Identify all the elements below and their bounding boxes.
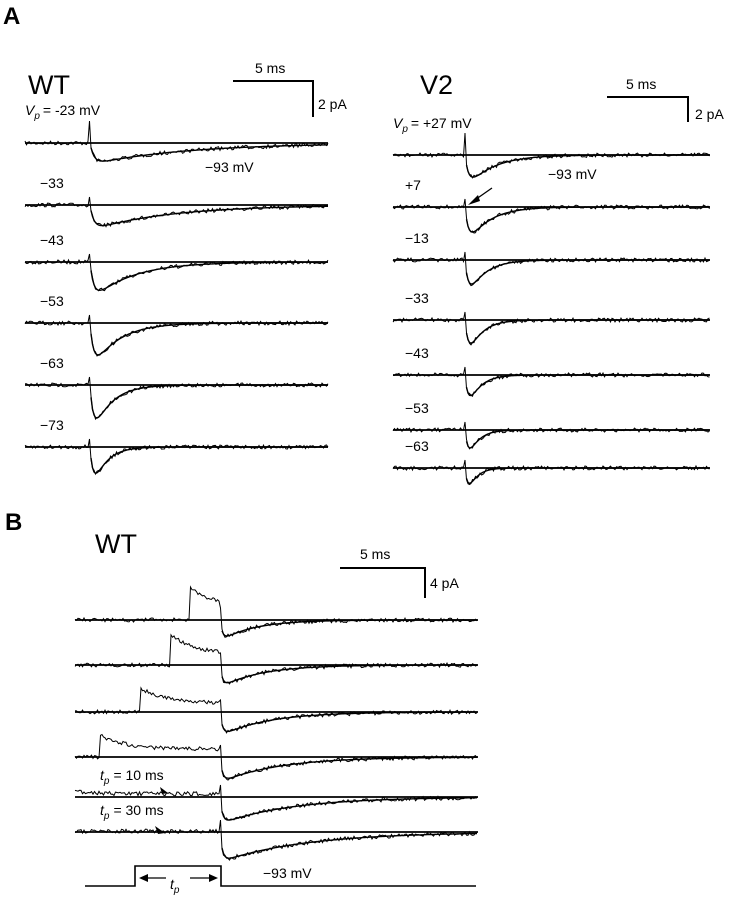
trace-voltage-label: −53 bbox=[40, 293, 64, 309]
current-trace bbox=[24, 253, 329, 292]
current-trace bbox=[25, 376, 329, 421]
v2-title: V2 bbox=[420, 70, 453, 100]
wt-title: WT bbox=[28, 70, 70, 100]
panel-letter-b: B bbox=[5, 509, 22, 536]
exponential-fit bbox=[90, 384, 328, 419]
current-trace bbox=[392, 459, 710, 486]
current-trace bbox=[392, 311, 710, 346]
trace-voltage-label: −73 bbox=[40, 417, 64, 433]
v2-scale-bar: 5 ms 2 pA bbox=[607, 76, 724, 122]
wt-scale-current: 2 pA bbox=[318, 96, 347, 112]
current-trace bbox=[392, 198, 710, 234]
current-trace bbox=[392, 366, 710, 397]
b-scale-bar: 5 ms 4 pA bbox=[340, 546, 459, 598]
b-title: WT bbox=[95, 529, 137, 559]
current-trace bbox=[392, 251, 710, 287]
exponential-fit bbox=[465, 374, 710, 397]
trace-voltage-label: −13 bbox=[405, 230, 429, 246]
v2-scale-current: 2 pA bbox=[695, 106, 724, 122]
wt-scale-time: 5 ms bbox=[255, 60, 285, 76]
exponential-fit bbox=[465, 319, 710, 344]
trace-voltage-label: −43 bbox=[40, 232, 64, 248]
exponential-fit bbox=[90, 144, 328, 162]
trace-voltage-label: −53 bbox=[405, 400, 429, 416]
trace-voltage-label: −43 bbox=[405, 345, 429, 361]
exponential-fit bbox=[221, 832, 477, 859]
trace-voltage-label: −63 bbox=[405, 438, 429, 454]
current-trace bbox=[74, 819, 477, 861]
current-trace bbox=[74, 686, 478, 734]
exponential-fit bbox=[465, 429, 710, 449]
b-scale-time: 5 ms bbox=[360, 546, 390, 562]
trace-voltage-label: −63 bbox=[40, 355, 64, 371]
traces: −33 −43 −53 −63 −73 +7 −13 −33 −43 −53 −63 bbox=[24, 120, 710, 861]
tp30-label: tp= 30 ms bbox=[100, 802, 164, 822]
voltage-protocol: tp −93 mV bbox=[85, 865, 476, 896]
trace-voltage-label: −33 bbox=[40, 175, 64, 191]
exponential-fit bbox=[90, 446, 328, 475]
b-holding-label: −93 mV bbox=[263, 865, 312, 881]
exponential-fit bbox=[90, 261, 328, 292]
b-scale-current: 4 pA bbox=[430, 575, 459, 591]
v2-arrow bbox=[468, 187, 493, 205]
exponential-fit bbox=[465, 259, 710, 285]
current-trace bbox=[24, 438, 329, 476]
wt-scale-bar: 5 ms 2 pA bbox=[233, 60, 347, 117]
exponential-fit bbox=[465, 206, 710, 233]
exponential-fit bbox=[221, 756, 477, 779]
exponential-fit bbox=[221, 797, 478, 821]
exponential-fit bbox=[465, 154, 710, 178]
current-trace bbox=[74, 585, 478, 638]
current-trace bbox=[24, 196, 328, 228]
v2-first-label: Vp= +27 mV bbox=[393, 115, 472, 135]
current-trace bbox=[392, 421, 710, 450]
trace-voltage-label: +7 bbox=[405, 177, 421, 193]
v2-scale-time: 5 ms bbox=[626, 76, 656, 92]
current-trace bbox=[24, 314, 329, 357]
exponential-fit bbox=[465, 467, 710, 485]
exponential-fit bbox=[221, 619, 477, 637]
panel-letter-a: A bbox=[3, 3, 20, 30]
wt-holding-label: −93 mV bbox=[205, 159, 254, 175]
exponential-fit bbox=[221, 664, 477, 684]
trace-voltage-label: −33 bbox=[405, 290, 429, 306]
tp10-label: tp= 10 ms bbox=[100, 767, 164, 787]
exponential-fit bbox=[90, 322, 328, 356]
v2-holding-label: −93 mV bbox=[548, 166, 597, 182]
exponential-fit bbox=[90, 205, 328, 227]
current-trace bbox=[24, 120, 329, 163]
tp-protocol-label: tp bbox=[170, 876, 180, 896]
exponential-fit bbox=[221, 711, 477, 733]
current-trace bbox=[74, 633, 478, 685]
wt-first-label: Vp= -23 mV bbox=[25, 102, 101, 122]
